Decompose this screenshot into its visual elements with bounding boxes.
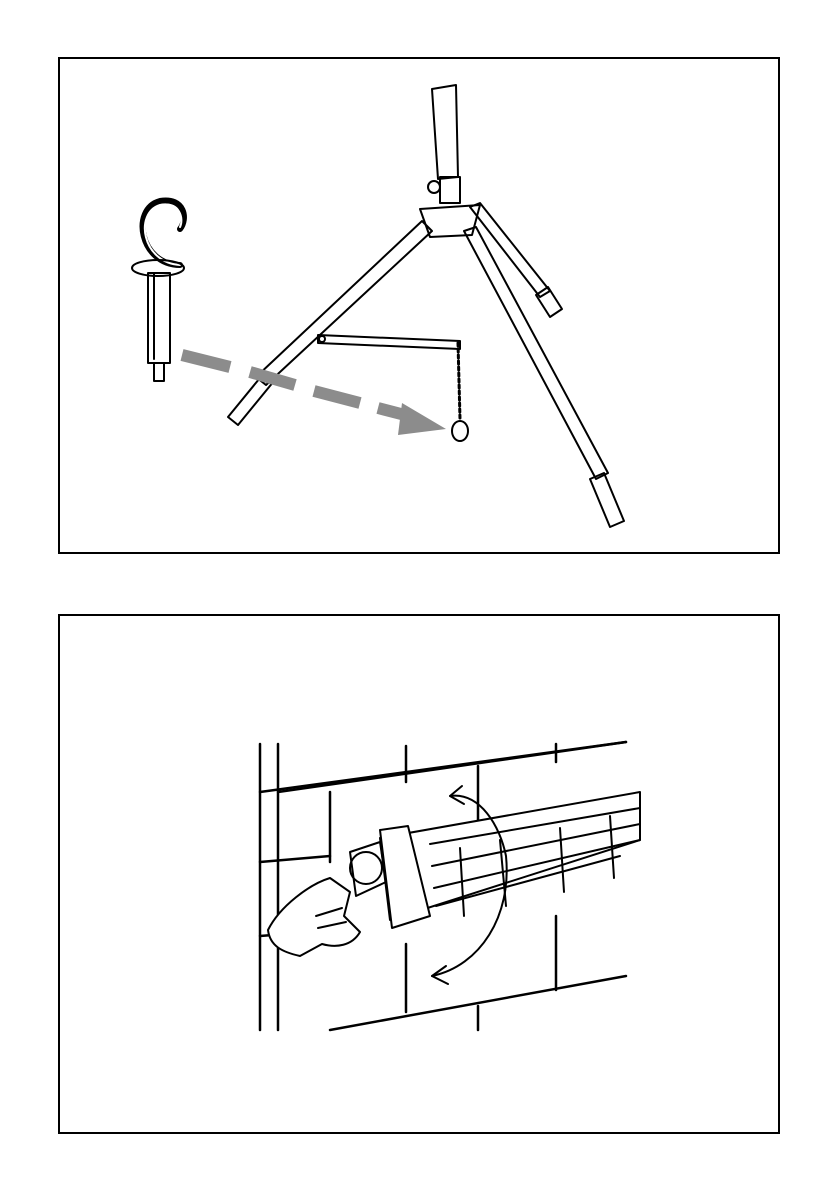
hook-peg-icon bbox=[132, 201, 184, 381]
hand-icon bbox=[268, 878, 360, 956]
heater-icon bbox=[350, 792, 640, 928]
tripod-illustration bbox=[60, 59, 778, 552]
illustration-panel-wall-mount bbox=[58, 614, 780, 1134]
insertion-arrow-icon bbox=[182, 355, 446, 435]
wall-mount-illustration bbox=[60, 616, 778, 1132]
illustration-panel-tripod bbox=[58, 57, 780, 554]
tripod-stand-icon bbox=[228, 85, 624, 527]
